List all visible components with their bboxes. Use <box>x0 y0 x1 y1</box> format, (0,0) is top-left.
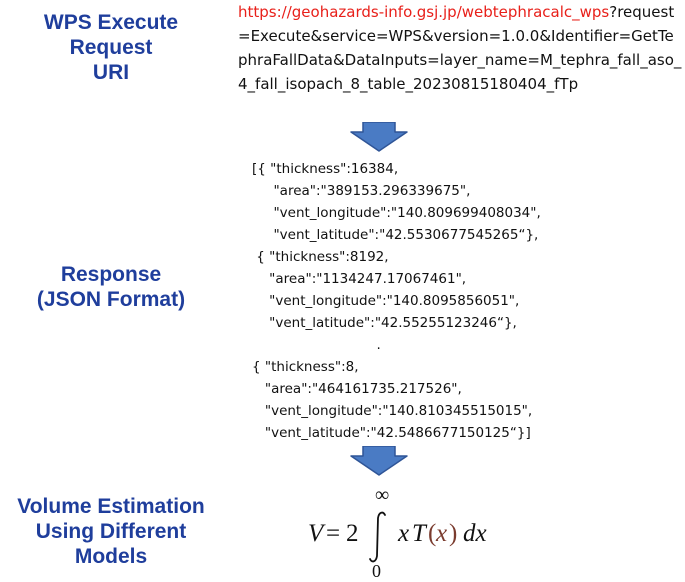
request-label: WPS Execute Request URI <box>0 10 222 85</box>
request-label-line-1: WPS Execute <box>43 11 179 34</box>
formula-lhs: V <box>308 520 324 547</box>
json-line: "vent_latitude":"42.5486677150125“}] <box>252 425 531 441</box>
json-line: "vent_longitude":"140.8095856051", <box>252 293 520 309</box>
formula-arg: x <box>436 520 448 547</box>
down-arrow-icon <box>350 122 408 152</box>
json-line: { "thickness":8, <box>252 359 359 375</box>
volume-label-line-1: Volume Estimation <box>17 495 205 518</box>
json-response: [{ "thickness":16384, "area":"389153.296… <box>252 158 672 444</box>
json-line: "vent_latitude":"42.55255123246“}, <box>252 315 517 331</box>
json-line: "area":"1134247.17067461", <box>252 271 467 287</box>
response-label-line-1: Response <box>60 263 162 286</box>
json-line: "area":"389153.296339675", <box>252 183 471 199</box>
uri-link[interactable]: https://geohazards-info.gsj.jp/webtephra… <box>238 3 610 21</box>
formula-equals: = <box>326 520 341 547</box>
formula-T: T <box>412 520 426 547</box>
down-arrow-icon <box>350 446 408 476</box>
response-label-line-2: (JSON Format) <box>36 288 186 311</box>
json-line: "vent_latitude":"42.5530677545265“}, <box>252 227 539 243</box>
volume-formula: V = 2 ∞ 0 x T ( x ) dx <box>300 484 520 581</box>
formula-coef: 2 <box>346 520 359 547</box>
request-label-line-3: URI <box>92 61 130 84</box>
json-line: . <box>252 337 381 353</box>
formula-dx: dx <box>463 520 487 547</box>
request-uri: https://geohazards-info.gsj.jp/webtephra… <box>238 0 683 96</box>
response-label: Response (JSON Format) <box>0 262 222 312</box>
json-line: { "thickness":8192, <box>252 249 389 265</box>
request-label-line-2: Request <box>69 36 153 59</box>
volume-label-line-3: Models <box>74 545 148 568</box>
json-line: "vent_longitude":"140.810345515015", <box>252 403 533 419</box>
upper-limit: ∞ <box>375 484 390 506</box>
json-line: "area":"464161735.217526", <box>252 381 462 397</box>
volume-label: Volume Estimation Using Different Models <box>0 494 222 569</box>
integral-icon <box>369 511 386 563</box>
uri-query: ?request=Execute&service=WPS&version=1.0… <box>238 3 682 93</box>
formula-paren-open: ( <box>428 520 437 547</box>
json-line: "vent_longitude":"140.809699408034", <box>252 205 541 221</box>
formula-paren-close: ) <box>449 520 458 547</box>
volume-label-line-2: Using Different <box>35 520 187 543</box>
lower-limit: 0 <box>372 561 381 581</box>
formula-x: x <box>398 520 410 547</box>
json-line: [{ "thickness":16384, <box>252 161 399 177</box>
